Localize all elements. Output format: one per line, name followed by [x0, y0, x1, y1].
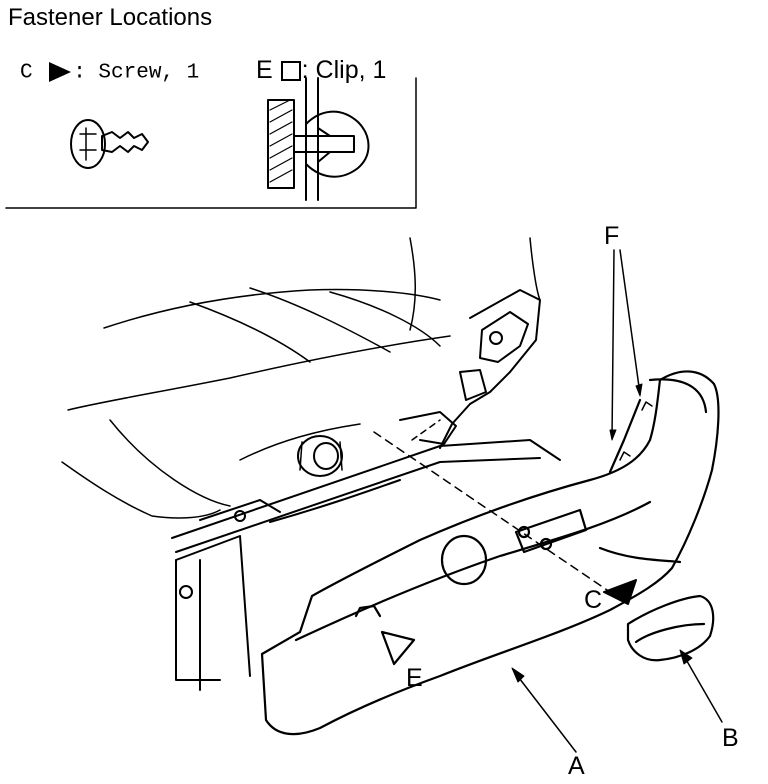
- legend-screw: C : Screw, 1: [20, 60, 199, 85]
- arrowhead-f-right: [635, 383, 643, 397]
- legend-screw-letter: C: [20, 61, 33, 85]
- legend-clip: E : Clip, 1: [256, 56, 386, 85]
- callout-b: B: [722, 724, 739, 752]
- adjustment-knob: [297, 435, 343, 477]
- arrowhead-a: [511, 667, 525, 683]
- arrowhead-f-left: [609, 429, 617, 441]
- arrowhead-b: [679, 649, 693, 665]
- leader-line-b: [683, 655, 723, 723]
- callout-e: E: [406, 664, 423, 692]
- leader-line-f-left: [611, 249, 615, 439]
- filled-triangle-icon: [49, 62, 72, 82]
- callout-a: A: [568, 752, 585, 780]
- alignment-line-2: [411, 419, 441, 441]
- legend-clip-letter: E: [256, 56, 273, 84]
- clip-markers-f: [619, 401, 653, 461]
- screw-illustration-icon: [70, 119, 149, 169]
- alignment-line: [373, 431, 611, 593]
- legend-frame: [5, 77, 417, 209]
- seat-cushion: [61, 237, 541, 519]
- clip-marker-icon: [380, 630, 416, 666]
- callout-c: C: [584, 586, 603, 614]
- legend-screw-text: : Screw, 1: [73, 61, 200, 85]
- screw-marker-icon: [603, 579, 637, 605]
- leader-line-a: [515, 673, 577, 753]
- recliner-mechanism: [399, 289, 541, 449]
- diagram-title: Fastener Locations: [8, 4, 213, 31]
- callout-f: F: [604, 222, 620, 250]
- seat-frame-track: [171, 439, 561, 691]
- clip-illustration-icon: [267, 77, 370, 201]
- legend-clip-text: : Clip, 1: [301, 56, 387, 84]
- knob-cover-b: [626, 594, 715, 662]
- leader-line-f-right: [619, 249, 641, 395]
- side-cover-a: [260, 370, 720, 736]
- hollow-square-icon: [280, 61, 301, 82]
